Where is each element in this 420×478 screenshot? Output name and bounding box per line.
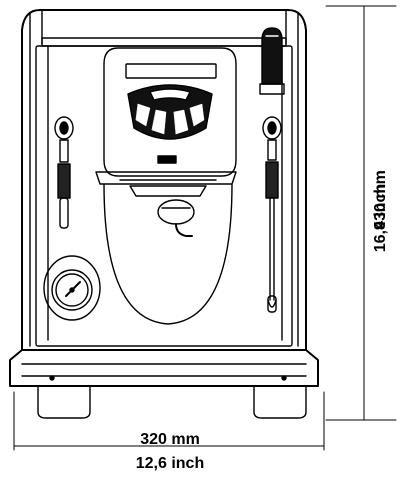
width-inch-label: 12,6 inch: [135, 455, 205, 472]
group-head: [95, 171, 237, 325]
top-right-knob: [259, 27, 285, 95]
right-steam-wand: [262, 116, 282, 313]
left-steam-wand: [54, 116, 74, 229]
drip-tray: [9, 349, 319, 387]
control-panel: [103, 47, 237, 177]
pressure-gauge: [43, 255, 101, 321]
brand-badge: [157, 155, 177, 164]
height-dimension-line: [325, 5, 397, 421]
machine-feet: [37, 385, 307, 419]
height-inch-label: 16,9 inch: [372, 183, 389, 253]
width-mm-label: 320 mm: [140, 431, 200, 448]
width-dimension-line: [13, 391, 325, 451]
